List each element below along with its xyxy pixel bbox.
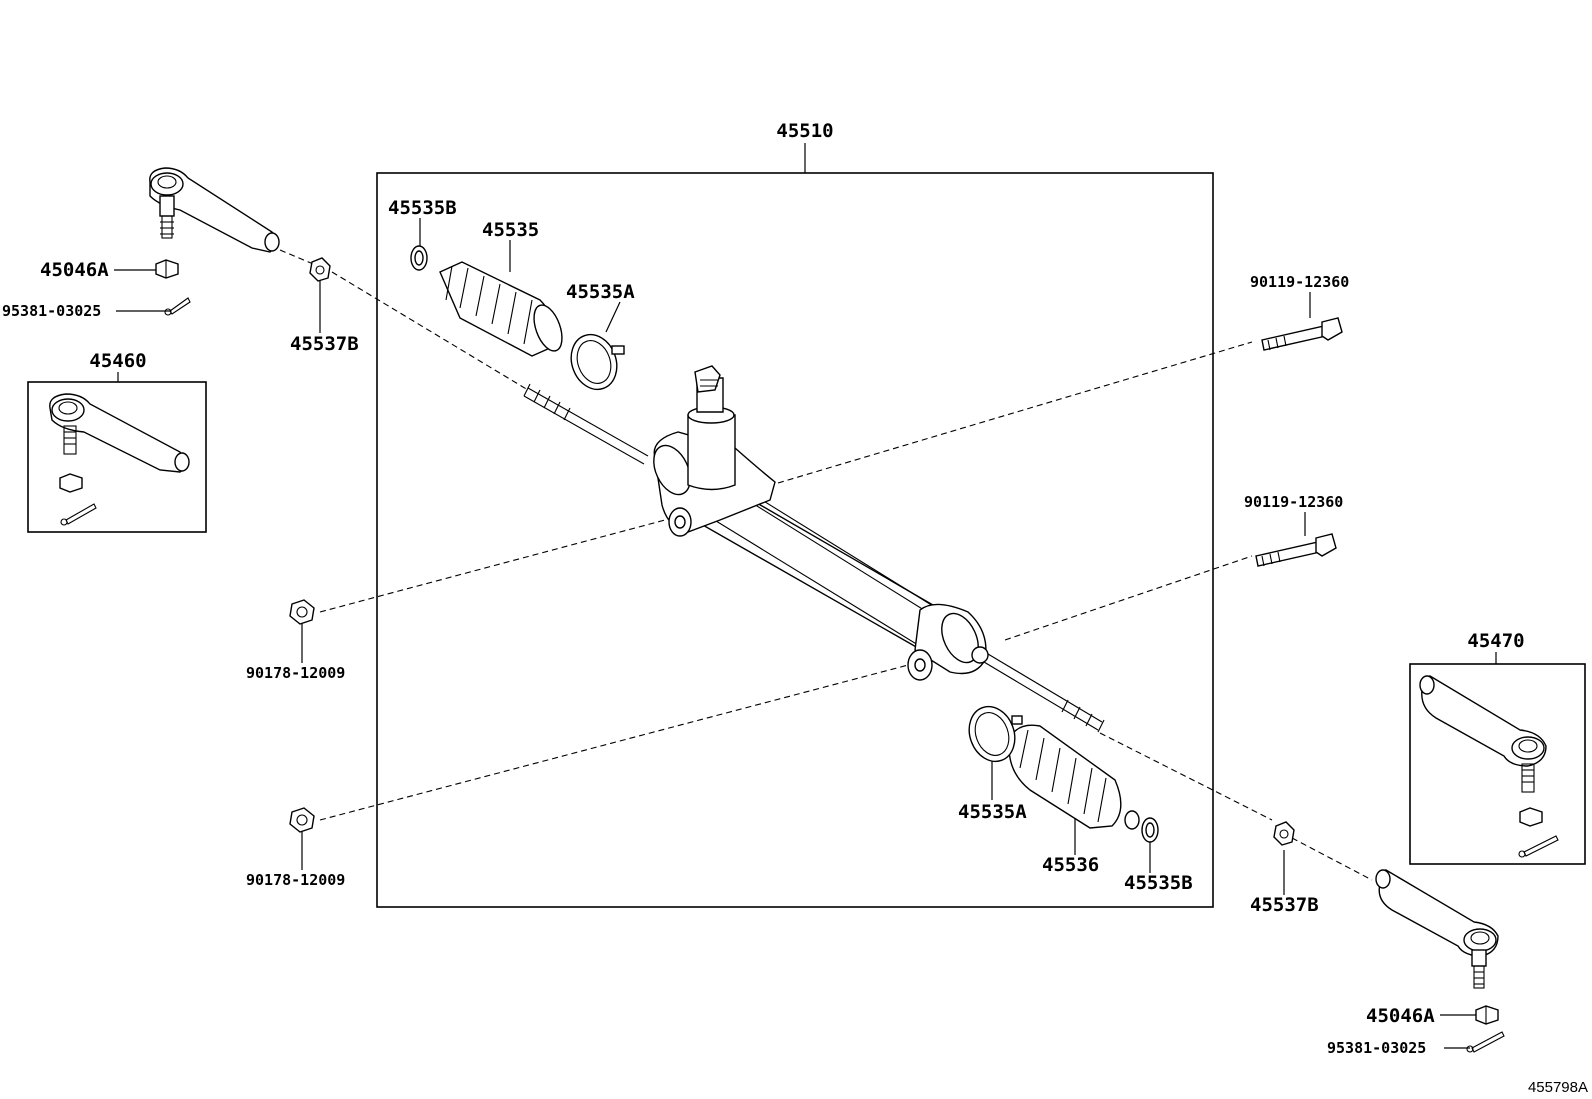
boot-clamp-right-small (1141, 817, 1159, 843)
tie-rod-end-right-frame (1409, 663, 1586, 865)
cotter-pin-right (1466, 1031, 1505, 1053)
label-rack-end-nut-left: 45537B (290, 333, 359, 355)
label-boot-right: 45536 (1042, 854, 1099, 876)
gear-assembly-frame (376, 172, 1214, 908)
label-boot-clamp-left-small: 45535B (388, 197, 457, 219)
mounting-nut-upper (289, 599, 315, 625)
cotter-pin-left (164, 297, 191, 316)
label-boot-clamp-right-large: 45535A (958, 801, 1027, 823)
leader-lines (114, 143, 1497, 1049)
rack-end-nut-left (309, 257, 331, 282)
label-boot-clamp-right-small: 45535B (1124, 872, 1193, 894)
steering-gear-housing (523, 365, 1105, 733)
tie-rod-end-left-assy (49, 393, 190, 526)
label-cotter-pin-right: 95381-03025 (1327, 1039, 1426, 1057)
boot-clamp-right-large (968, 705, 1023, 763)
label-cotter-pin-left: 95381-03025 (2, 302, 101, 320)
tie-rod-end-right (1375, 869, 1499, 989)
boot-left (439, 261, 563, 357)
mounting-nut-lower (289, 807, 315, 833)
tie-rod-end-nut-left (155, 259, 179, 279)
boot-right (1008, 724, 1140, 830)
label-tie-rod-end-nut-right: 45046A (1366, 1005, 1435, 1027)
label-boot-clamp-left-large: 45535A (566, 281, 635, 303)
tie-rod-end-left-frame (27, 381, 207, 533)
tie-rod-end-left (149, 167, 280, 253)
boot-clamp-left-small (410, 245, 428, 271)
label-nut-lower: 90178-12009 (246, 871, 345, 889)
label-rack-end-nut-right: 45537B (1250, 894, 1319, 916)
label-bolt-lower: 90119-12360 (1244, 493, 1343, 511)
mounting-bolt-lower (1255, 533, 1337, 567)
label-tie-rod-end-nut-left: 45046A (40, 259, 109, 281)
label-gear-assembly: 45510 (776, 120, 833, 142)
label-tie-rod-end-left-assy: 45460 (89, 350, 146, 372)
label-boot-left: 45535 (482, 219, 539, 241)
inner-tie-rod-left (523, 383, 649, 465)
boot-clamp-left-large (570, 333, 625, 391)
tie-rod-end-right-assy (1419, 675, 1559, 858)
label-tie-rod-end-right-assy: 45470 (1467, 630, 1524, 652)
tie-rod-end-nut-right (1475, 1005, 1499, 1025)
mounting-bolt-upper (1261, 317, 1343, 351)
drawing-id: 455798A (1528, 1079, 1588, 1096)
inner-tie-rod-right (983, 653, 1105, 733)
label-bolt-upper: 90119-12360 (1250, 273, 1349, 291)
rack-end-nut-right (1273, 821, 1295, 846)
label-nut-upper: 90178-12009 (246, 664, 345, 682)
